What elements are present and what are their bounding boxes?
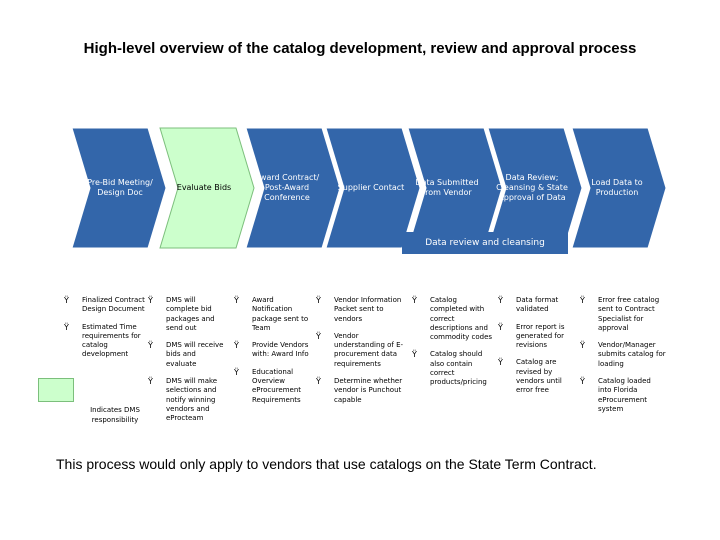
bullet-icon: Ÿ — [580, 341, 585, 351]
data-review-banner: Data review and cleansing — [402, 232, 568, 254]
bullet-icon: Ÿ — [148, 377, 153, 387]
step-label-load-data: Load Data to Production — [591, 178, 643, 197]
bullet-icon: Ÿ — [498, 296, 503, 305]
footnote: This process would only apply to vendors… — [56, 456, 597, 472]
bullet-icon: Ÿ — [234, 367, 239, 377]
bullet-icon: Ÿ — [234, 296, 239, 305]
bullet-icon: Ÿ — [498, 322, 503, 332]
step-label-award-contract: Award Contract/ Post-Award Conference — [254, 173, 320, 202]
bullet-icon: Ÿ — [64, 322, 69, 332]
bullet-icon: Ÿ — [412, 350, 417, 360]
bullet-icon: Ÿ — [234, 341, 239, 351]
bullet-icon: Ÿ — [64, 296, 69, 305]
step-label-data-review: Data Review; Cleansing & State Approval … — [496, 173, 568, 202]
chevron-pre-bid — [71, 127, 167, 249]
step-label-data-submitted: Data Submitted from Vendor — [415, 178, 479, 197]
bullet-icon: Ÿ — [580, 296, 585, 305]
chevron-award-contract — [245, 127, 341, 249]
bullet-icon: Ÿ — [148, 296, 153, 305]
bullet-icon: Ÿ — [316, 377, 321, 387]
bullet-icon: Ÿ — [498, 358, 503, 368]
step-label-evaluate-bids: Evaluate Bids — [176, 183, 232, 192]
process-chevrons — [71, 127, 667, 249]
bullet-icon: Ÿ — [412, 296, 417, 305]
legend-label: Indicates DMS responsibility — [90, 406, 140, 424]
bullet-icon: Ÿ — [148, 341, 153, 351]
bullet-icon: Ÿ — [316, 331, 321, 341]
chevron-evaluate-bids — [159, 127, 255, 249]
step-label-supplier-contact: Supplier Contact — [337, 183, 405, 192]
bullet-icon: Ÿ — [316, 296, 321, 305]
legend-swatch — [38, 378, 74, 402]
chevron-load-data — [571, 127, 667, 249]
page-title: High-level overview of the catalog devel… — [83, 40, 637, 57]
bullet-icon: Ÿ — [580, 377, 585, 387]
step-label-pre-bid: Pre-Bid Meeting/ Design Doc — [87, 178, 153, 197]
